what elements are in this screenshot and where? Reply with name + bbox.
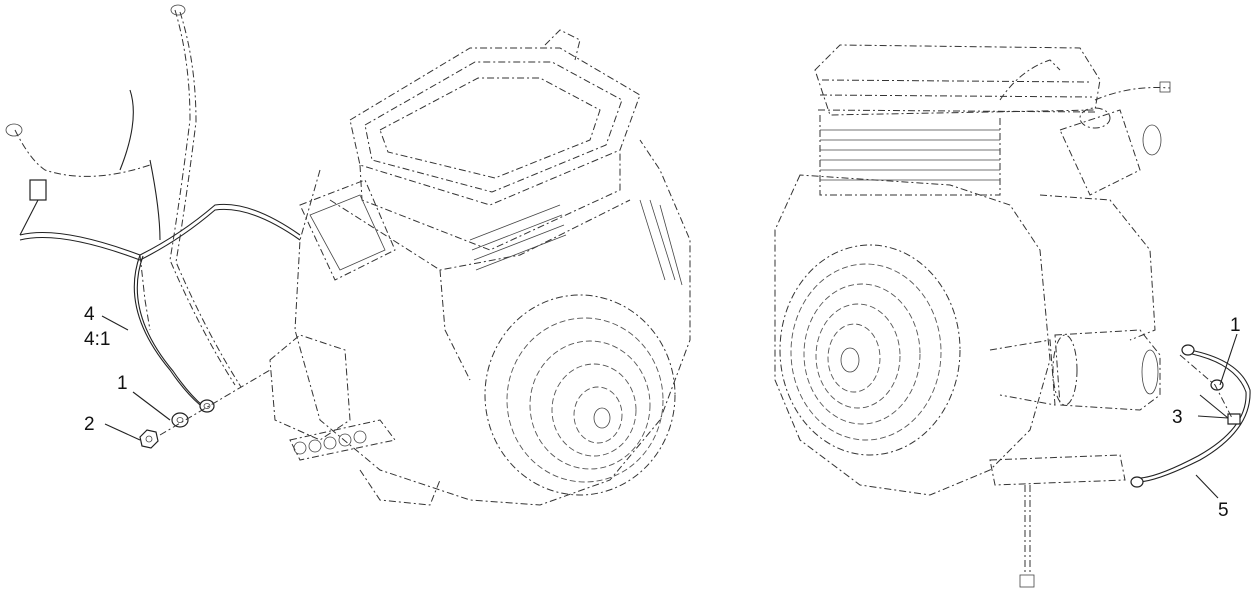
left-starter-motor	[269, 334, 396, 461]
right-hardware	[1179, 354, 1241, 425]
left-cylinder-fins	[469, 199, 683, 286]
callout-4-1: 4:1	[84, 329, 110, 350]
nut	[139, 429, 159, 449]
callout-2: 2	[84, 414, 95, 435]
callout-5: 5	[1218, 500, 1229, 521]
callout-1-right: 1	[1230, 315, 1241, 336]
left-wire-harness	[5, 4, 301, 407]
right-engine-illustration	[774, 44, 1171, 588]
left-engine-illustration	[269, 29, 691, 506]
callout-4: 4	[84, 304, 95, 325]
callout-3: 3	[1172, 407, 1183, 428]
left-hardware	[139, 369, 271, 449]
bolt-head	[1227, 413, 1241, 425]
right-flywheel-screen	[779, 244, 961, 456]
left-flywheel-screen	[484, 294, 676, 496]
washer-right	[1210, 379, 1224, 391]
right-starter-motor	[989, 329, 1161, 411]
right-cylinder-fins	[820, 129, 1000, 181]
right-battery-cable	[1130, 344, 1251, 488]
washer	[171, 412, 189, 428]
callout-1-left: 1	[117, 373, 128, 394]
